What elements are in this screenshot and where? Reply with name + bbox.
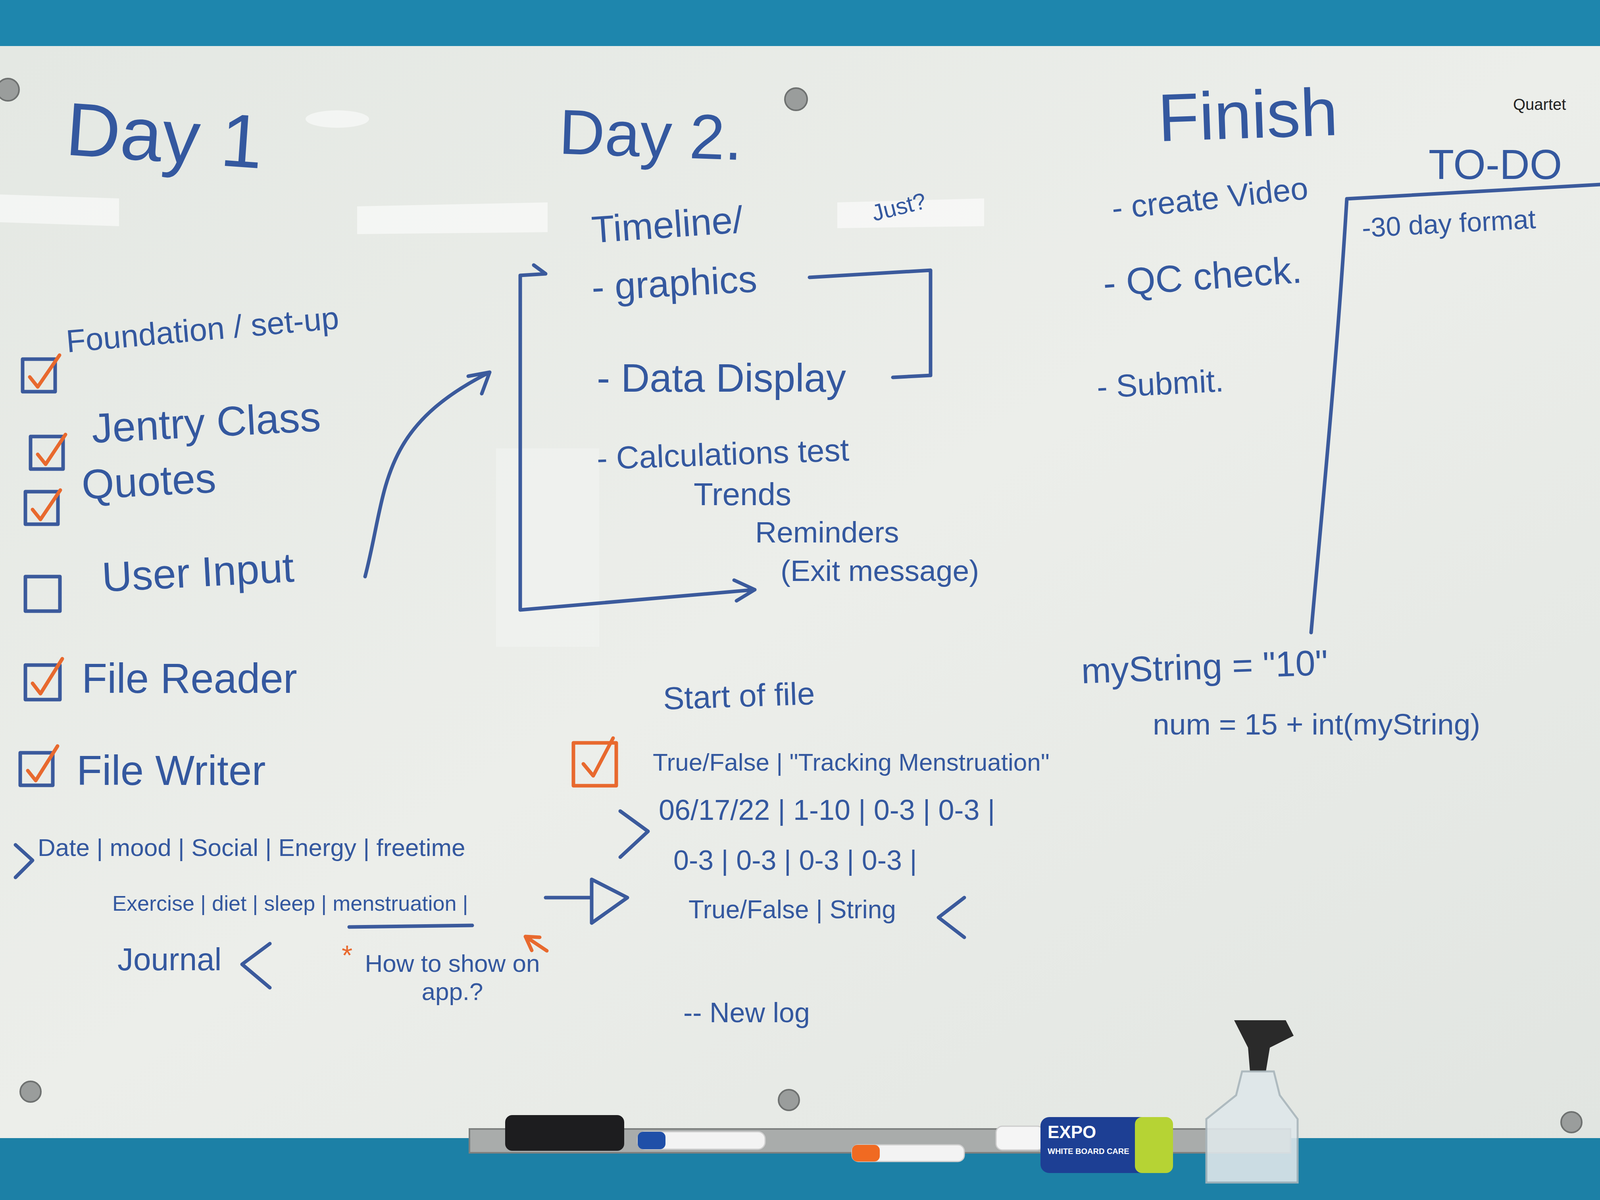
arrow-line	[365, 372, 490, 577]
handwritten-note: Exercise | diet | sleep | menstruation |	[112, 890, 469, 916]
spray-nozzle	[1234, 1020, 1294, 1072]
cleaner-can	[1040, 1117, 1174, 1174]
handwritten-note: File Writer	[76, 746, 266, 795]
handwritten-note: Start of file	[662, 675, 816, 718]
check-mark	[583, 738, 614, 776]
handwritten-note: True/False | "Tracking Menstruation"	[652, 748, 1050, 777]
handwritten-note: TO-DO	[1428, 140, 1562, 189]
handwritten-note: - Submit.	[1096, 362, 1225, 406]
wall	[0, 0, 1600, 47]
light-reflection	[496, 448, 600, 647]
chevron	[938, 897, 965, 938]
handwritten-note: How to show on app.?	[359, 949, 546, 1006]
handwritten-note: - Calculations test	[596, 431, 850, 477]
handwritten-note: - QC check.	[1101, 248, 1304, 306]
handwritten-note: - graphics	[590, 257, 758, 310]
handwritten-note: Quotes	[80, 453, 218, 509]
handwritten-note: File Reader	[81, 654, 298, 703]
marker-cap	[851, 1144, 880, 1162]
chevron	[242, 943, 270, 988]
handwritten-note: Day 1	[63, 85, 266, 186]
product-label: EXPO	[1047, 1122, 1097, 1143]
arrow-triangle	[545, 879, 628, 924]
checkbox	[573, 742, 617, 786]
whiteboard	[0, 46, 1600, 1139]
handwritten-note: True/False | String	[688, 895, 897, 925]
check-mark	[27, 746, 58, 781]
chevron	[620, 811, 649, 858]
handwritten-note: -30 day format	[1361, 203, 1537, 244]
check-mark	[32, 658, 63, 694]
handwritten-note: Just?	[869, 187, 929, 227]
eraser	[505, 1115, 625, 1151]
check-mark	[32, 490, 61, 520]
check-mark	[29, 355, 60, 387]
handwritten-note: Foundation / set-up	[64, 299, 341, 360]
handwritten-note: (Exit message)	[780, 553, 979, 588]
chevron	[15, 844, 33, 878]
handwritten-note: Trends	[693, 476, 792, 513]
handwritten-note: Date | mood | Social | Energy | freetime	[37, 833, 466, 862]
handwritten-note: Reminders	[755, 515, 900, 550]
check-mark	[37, 434, 66, 465]
underline	[349, 925, 473, 927]
handwritten-note: 06/17/22 | 1-10 | 0-3 | 0-3 |	[658, 793, 995, 827]
bracket	[1311, 184, 1600, 633]
marker-cap	[637, 1131, 666, 1150]
handwritten-note: User Input	[100, 543, 296, 602]
handwritten-note: - Data Display	[596, 355, 847, 401]
marker	[637, 1131, 766, 1150]
arrow-line	[525, 936, 547, 951]
brand-name: Quartet	[1513, 95, 1566, 114]
can-label	[1134, 1117, 1174, 1174]
handwritten-note: Timeline/	[590, 197, 745, 252]
handwritten-note: -- New log	[683, 996, 810, 1029]
handwritten-note: myString = "10"	[1080, 642, 1329, 692]
handwritten-note: - create Video	[1109, 169, 1310, 227]
product-label: WHITE BOARD CARE	[1047, 1146, 1130, 1156]
handwritten-note: Jentry Class	[90, 392, 322, 453]
can-cap	[996, 1126, 1044, 1150]
checkbox	[25, 576, 60, 612]
handwritten-note: Day 2.	[557, 95, 745, 175]
handwritten-note: num = 15 + int(myString)	[1152, 707, 1481, 742]
handwritten-note: *	[341, 939, 353, 972]
handwritten-note: Finish	[1156, 73, 1340, 157]
handwritten-note: Journal	[117, 941, 222, 978]
spray-bottle	[1206, 1071, 1298, 1183]
handwritten-note: 0-3 | 0-3 | 0-3 | 0-3 |	[673, 844, 918, 877]
marker	[851, 1144, 965, 1162]
